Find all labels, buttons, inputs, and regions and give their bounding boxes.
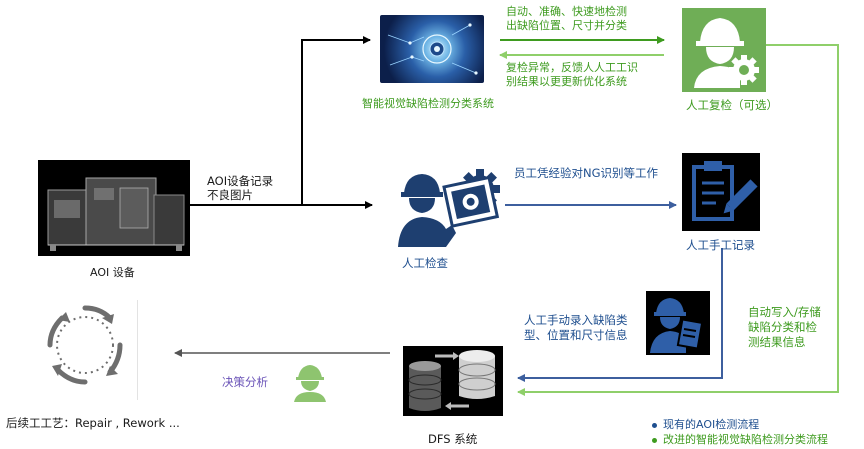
data-entry-worker-icon <box>646 291 710 355</box>
legend-existing-label: 现有的AOI检测流程 <box>663 418 760 431</box>
decision-label: 决策分析 <box>222 375 268 389</box>
vision-system-image <box>380 15 484 83</box>
auto-write-line1: 自动写入/存储 <box>748 305 821 319</box>
vision-to-review-line2: 出缺陷位置、尺寸并分类 <box>506 19 627 32</box>
legend-improved-dot <box>652 437 657 443</box>
aoi-records-label-line2: 不良图片 <box>207 188 253 202</box>
aoi-equipment-label: AOI 设备 <box>90 266 135 279</box>
review-feedback-line2: 别结果以更更新优化系统 <box>506 75 627 88</box>
legend-existing-dot <box>652 422 657 428</box>
manual-inspection-label: 人工检查 <box>402 256 448 270</box>
review-feedback-line1: 复检异常，反馈人人工工识 <box>506 61 638 74</box>
aoi-records-label-line1: AOI设备记录 <box>207 174 274 188</box>
auto-write-line2: 缺陷分类和检 <box>748 320 817 334</box>
manual-review-icon <box>682 8 766 92</box>
edge-review-to-dfs <box>517 44 839 396</box>
downstream-label: 后续工工艺：Repair , Rework ... <box>6 416 180 430</box>
manual-entry-line2: 型、位置和尺寸信息 <box>524 328 628 342</box>
manual-entry-line1: 人工手动录入缺陷类 <box>524 313 628 327</box>
manual-inspection-icon <box>396 163 506 249</box>
manual-record-label: 人工手工记录 <box>686 238 755 252</box>
manual-record-icon <box>682 153 760 231</box>
dfs-system-label: DFS 系统 <box>428 432 478 446</box>
cycle-arrows-icon <box>40 300 130 390</box>
vision-system-label: 智能视觉缺陷检测分类系统 <box>362 97 494 110</box>
manual-review-label: 人工复检（可选） <box>686 98 778 112</box>
legend-improved-label: 改进的智能视觉缺陷检测分类流程 <box>663 433 828 446</box>
downstream-divider <box>137 300 138 400</box>
vision-to-review-line1: 自动、准确、快速地检测 <box>506 5 627 18</box>
legend-existing: 现有的AOI检测流程 <box>652 418 759 432</box>
legend-improved: 改进的智能视觉缺陷检测分类流程 <box>652 433 828 447</box>
dfs-system-icon <box>403 346 503 416</box>
auto-write-line3: 测结果信息 <box>748 335 806 349</box>
inspection-to-record-label: 员工凭经验对NG识别等工作 <box>514 166 659 180</box>
aoi-equipment-image <box>38 160 190 256</box>
decision-worker-icon <box>290 362 330 402</box>
edge-record-to-dfs <box>517 248 723 382</box>
